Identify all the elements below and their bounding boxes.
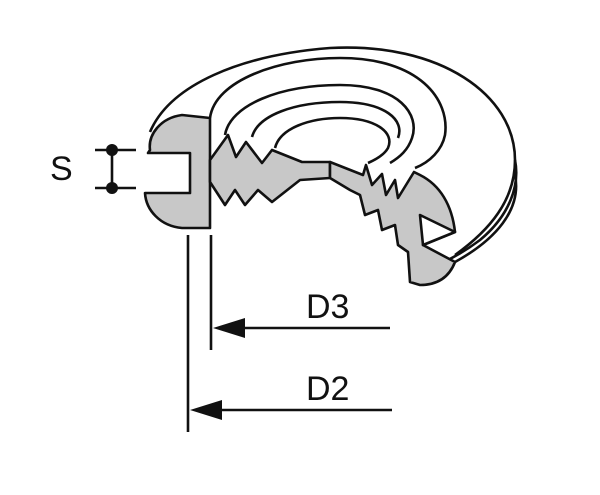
third-ring [223, 83, 415, 165]
s-upper-dot [106, 144, 118, 156]
outer-ring-bottom [454, 174, 518, 264]
label-s: S [50, 150, 73, 188]
second-ring [208, 56, 447, 170]
right-section [328, 160, 457, 287]
right-section-notch [418, 213, 457, 247]
d3-arrowhead [213, 318, 245, 338]
fourth-ring [250, 100, 401, 139]
label-d2: D2 [306, 370, 349, 408]
left-section-head [143, 113, 212, 230]
s-lower-dot [106, 182, 118, 194]
s-dimension [95, 148, 136, 190]
outer-ring-top [148, 46, 517, 257]
inner-ring [273, 116, 391, 165]
left-section-threads [208, 133, 332, 207]
d2-arrowhead [190, 400, 222, 420]
label-d3: D3 [306, 288, 349, 326]
